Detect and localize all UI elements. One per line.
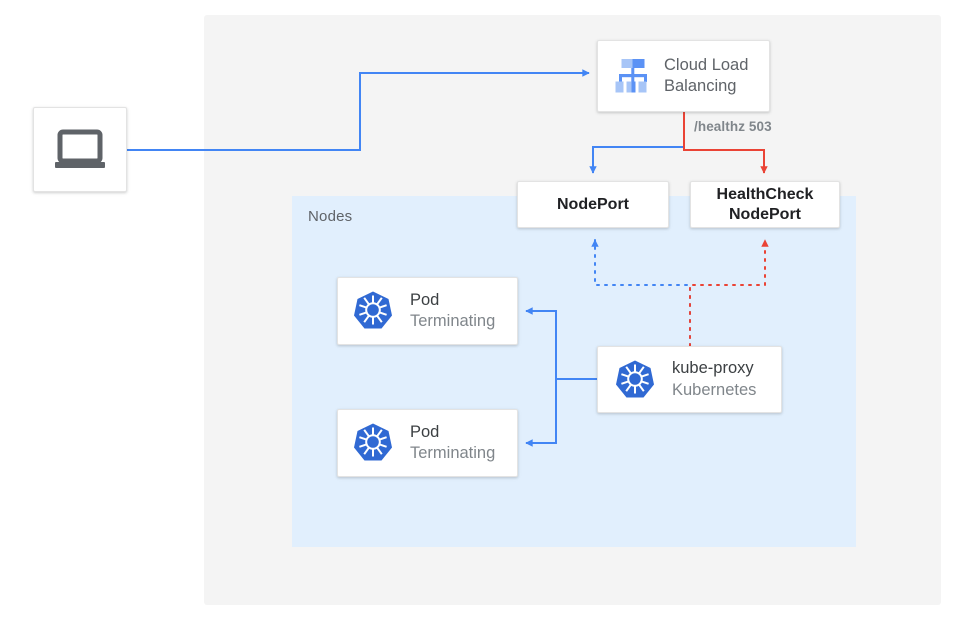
kube-proxy-title: kube-proxy	[672, 359, 754, 378]
kubernetes-icon	[350, 289, 396, 333]
healthcheck-nodeport-label-line1: HealthCheck	[716, 185, 814, 203]
pod-node-1[interactable]: Pod Terminating	[337, 277, 518, 345]
kube-proxy-subtitle: Kubernetes	[672, 380, 757, 399]
kubernetes-icon	[612, 358, 658, 402]
healthz-annotation-label: /healthz 503	[694, 119, 772, 134]
kubernetes-icon	[350, 421, 396, 465]
load-balancer-subtitle: Balancing	[664, 77, 737, 95]
healthcheck-nodeport-box[interactable]: HealthCheck NodePort	[690, 181, 840, 228]
nodeport-label: NodePort	[557, 195, 629, 213]
client-node[interactable]	[33, 107, 127, 192]
cloud-load-balancing-icon	[610, 56, 656, 96]
laptop-icon	[52, 128, 108, 172]
pod-node-2[interactable]: Pod Terminating	[337, 409, 518, 477]
load-balancer-title: Cloud Load	[664, 55, 749, 74]
cloud-load-balancing-node[interactable]: Cloud Load Balancing	[597, 40, 770, 112]
pod-title: Pod	[410, 290, 440, 309]
nodeport-box[interactable]: NodePort	[517, 181, 669, 228]
kube-proxy-node[interactable]: kube-proxy Kubernetes	[597, 346, 782, 413]
healthcheck-nodeport-label-line2: NodePort	[729, 205, 801, 223]
pod-status: Terminating	[410, 444, 496, 462]
pod-status: Terminating	[410, 312, 496, 330]
nodes-region-label: Nodes	[308, 208, 353, 225]
pod-title: Pod	[410, 422, 440, 441]
